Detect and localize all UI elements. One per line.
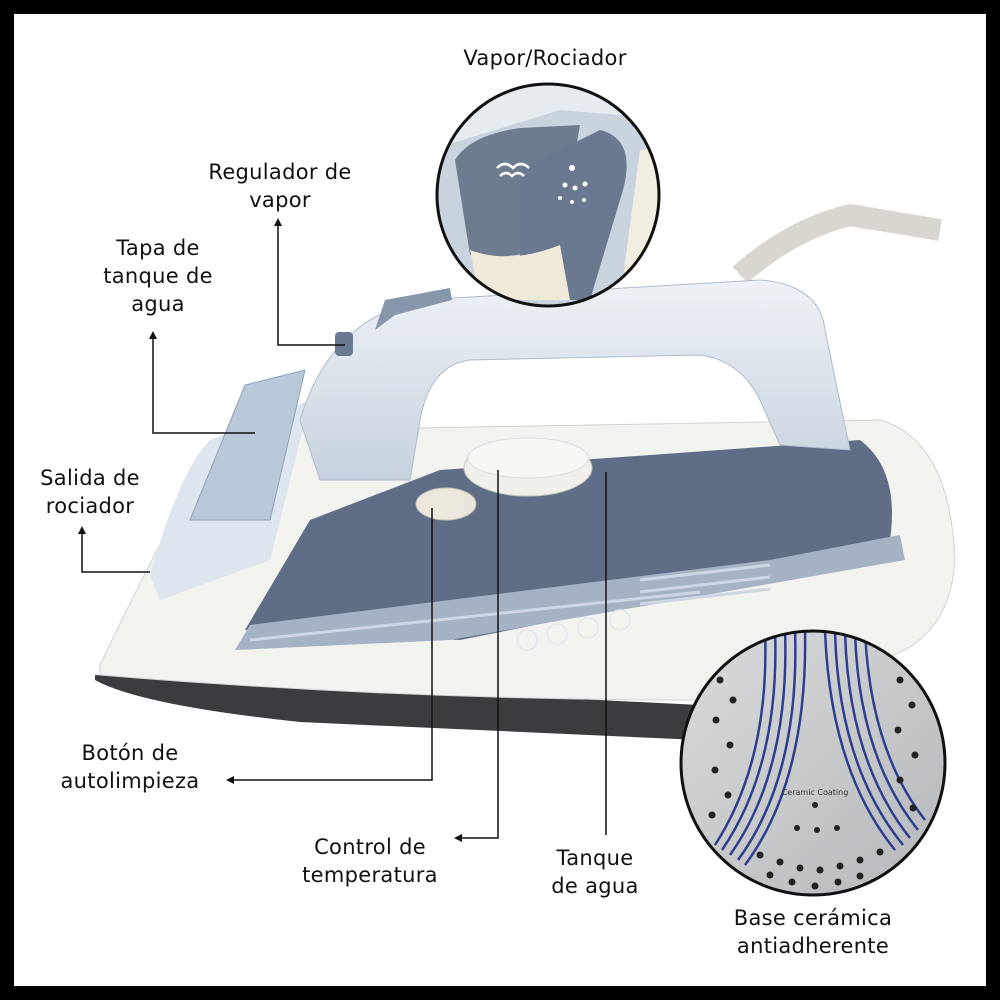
label-base-ceramica: Base cerámica antiadherente — [734, 904, 892, 960]
steam-spray-closeup-border — [435, 82, 661, 308]
label-text: Botón de — [81, 741, 179, 765]
label-text: rociador — [45, 494, 135, 518]
label-boton-autolimpieza: Botón de autolimpieza — [61, 739, 200, 795]
label-text: vapor — [249, 188, 311, 212]
soleplate-closeup: Ceramic Coating — [681, 631, 945, 895]
label-tanque-agua: Tanque de agua — [551, 844, 638, 900]
label-regulador-vapor: Regulador de vapor — [208, 158, 351, 214]
callout-regulador — [277, 222, 345, 346]
label-text: autolimpieza — [60, 769, 200, 793]
callout-tapa — [152, 335, 255, 434]
label-text: Regulador de — [208, 160, 352, 184]
callout-control — [458, 470, 499, 839]
water-fill-cap — [189, 369, 306, 521]
steam-regulator — [335, 332, 353, 356]
callout-lines — [81, 222, 607, 839]
diagram-canvas: Ceramic Coating Vapor/Rociador Regulador… — [14, 14, 986, 986]
label-vapor-rociador: Vapor/Rociador — [463, 44, 626, 72]
soleplate-closeup-border — [679, 629, 947, 897]
ceramic-coating-print: Ceramic Coating — [782, 788, 849, 797]
callout-boton — [230, 508, 433, 781]
label-text: Tanque — [556, 846, 634, 870]
label-text: Base cerámica — [733, 906, 893, 930]
label-text: antiadherente — [736, 934, 890, 958]
soleplate-edge — [95, 675, 700, 740]
label-tapa-tanque: Tapa de tanque de agua — [103, 234, 213, 318]
label-control-temperatura: Control de temperatura — [302, 833, 438, 889]
tank-stripes — [249, 563, 771, 642]
callout-salida — [81, 530, 150, 573]
label-text: Vapor/Rociador — [463, 46, 627, 70]
label-text: Salida de — [40, 466, 140, 490]
steam-spray-closeup — [437, 84, 659, 306]
label-text: tanque de — [103, 264, 213, 288]
label-text: agua — [131, 292, 185, 316]
water-tank-body — [245, 440, 892, 640]
self-clean-button — [415, 487, 477, 521]
iron-handle — [299, 279, 851, 481]
iron-illustration: Ceramic Coating — [78, 82, 956, 897]
power-cord — [732, 203, 942, 284]
label-salida-rociador: Salida de rociador — [40, 464, 140, 520]
label-text: temperatura — [302, 863, 438, 887]
label-text: de agua — [551, 874, 639, 898]
label-text: Tapa de — [116, 236, 200, 260]
label-text: Control de — [314, 835, 426, 859]
mode-icons — [516, 609, 631, 651]
arrowheads — [78, 218, 462, 842]
